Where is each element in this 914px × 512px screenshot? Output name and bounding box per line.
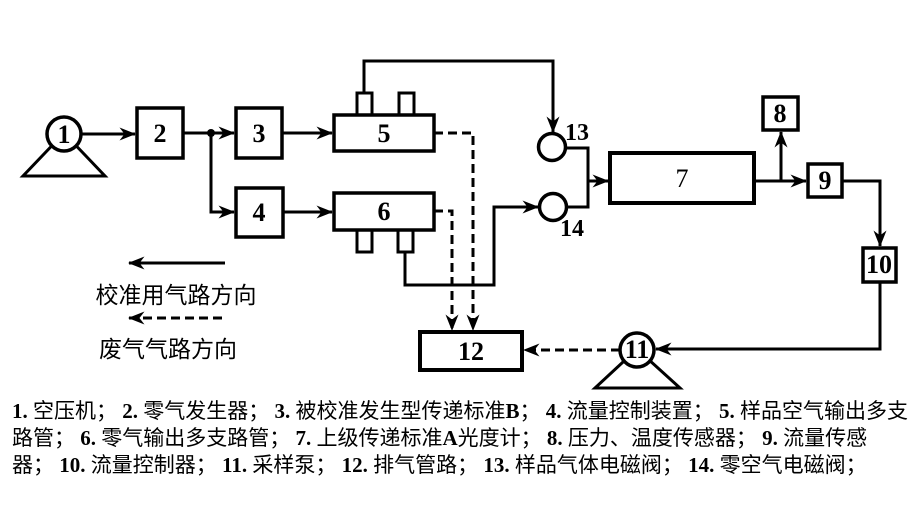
node-14-label: 14 bbox=[560, 216, 584, 242]
node-8-label: 8 bbox=[774, 99, 787, 128]
pipe-9-to-10 bbox=[842, 179, 887, 247]
caption-item: 12. 排气管路； bbox=[341, 453, 479, 477]
caption-item: 14. 零空气电磁阀； bbox=[688, 453, 867, 477]
node-5-sample-air-manifold bbox=[332, 113, 436, 153]
caption-item: 7. 上级传递标准A光度计； bbox=[295, 426, 542, 450]
pipe-6-to-valve14 bbox=[403, 200, 539, 287]
pipe-junction-to-4 bbox=[209, 133, 235, 219]
caption-item: 10. 流量控制器； bbox=[59, 453, 217, 477]
node-7-photometer-standard-a bbox=[608, 151, 756, 205]
waste-5-to-12 bbox=[434, 131, 480, 331]
node-2-zero-air-generator bbox=[135, 106, 185, 160]
caption-item: 5. 样品空气输出多支路管； bbox=[12, 399, 909, 450]
node-3-transfer-standard-b bbox=[234, 106, 284, 160]
caption-item: 11. 采样泵； bbox=[222, 453, 337, 477]
caption: 1. 空压机； 2. 零气发生器； 3. 被校准发生型传递标准B； 4. 流量控… bbox=[12, 398, 908, 479]
caption-item: 2. 零气发生器； bbox=[122, 399, 270, 423]
node-4-label: 4 bbox=[253, 198, 266, 227]
node-10-flow-controller bbox=[861, 246, 898, 284]
diagram-canvas: 1 2 3 4 5 6 7 8 9 10 11 12 13 14 校准用气路方向… bbox=[19, 59, 898, 390]
compressor-stand-triangle bbox=[19, 130, 109, 178]
node-9-label: 9 bbox=[819, 166, 832, 195]
junction-dot bbox=[207, 129, 215, 137]
caption-item: 6. 零气输出多支路管； bbox=[80, 426, 291, 450]
caption-item: 4. 流量控制装置； bbox=[545, 399, 714, 423]
node-12-exhaust-line bbox=[418, 330, 524, 372]
node-2-label: 2 bbox=[154, 119, 167, 148]
caption-item: 8. 压力、温度传感器； bbox=[546, 426, 757, 450]
node-9-flow-sensor bbox=[806, 162, 844, 199]
manifold-5-port bbox=[355, 91, 374, 118]
node-5-label: 5 bbox=[378, 119, 391, 148]
caption-item: 3. 被校准发生型传递标准B； bbox=[274, 399, 541, 423]
caption-item: 1. 空压机； bbox=[12, 399, 117, 423]
legend-dashed-label: 废气气路方向 bbox=[99, 337, 237, 362]
manifold-5-port bbox=[397, 91, 416, 118]
pipe-valves-junction bbox=[565, 146, 590, 209]
pipe-5-to-valve13 bbox=[362, 59, 560, 133]
manifold-6-port bbox=[355, 227, 374, 254]
node-10-label: 10 bbox=[866, 250, 892, 279]
node-4-flow-control-device bbox=[234, 186, 285, 239]
legend-solid-label: 校准用气路方向 bbox=[96, 283, 257, 308]
node-14-zero-air-solenoid-valve bbox=[537, 191, 569, 223]
node-12-label: 12 bbox=[458, 337, 484, 366]
caption-item: 13. 样品气体电磁阀； bbox=[483, 453, 683, 477]
node-11-label: 11 bbox=[625, 335, 650, 364]
node-7-label: 7 bbox=[676, 164, 689, 193]
node-1-label: 1 bbox=[58, 120, 71, 149]
node-6-zero-air-manifold bbox=[332, 191, 436, 232]
pipe-10-to-11 bbox=[655, 282, 882, 356]
caption-item: 9. 流量传感器； bbox=[12, 426, 868, 477]
waste-6-to-12 bbox=[434, 209, 459, 331]
node-1-air-compressor bbox=[45, 115, 83, 153]
manifold-6-port bbox=[396, 227, 415, 254]
node-11-sampling-pump bbox=[618, 331, 656, 369]
node-13-sample-gas-solenoid-valve bbox=[536, 131, 568, 163]
node-3-label: 3 bbox=[253, 119, 266, 148]
node-13-label: 13 bbox=[565, 120, 589, 146]
node-8-pressure-temp-sensor bbox=[761, 95, 800, 132]
node-6-label: 6 bbox=[378, 197, 391, 226]
